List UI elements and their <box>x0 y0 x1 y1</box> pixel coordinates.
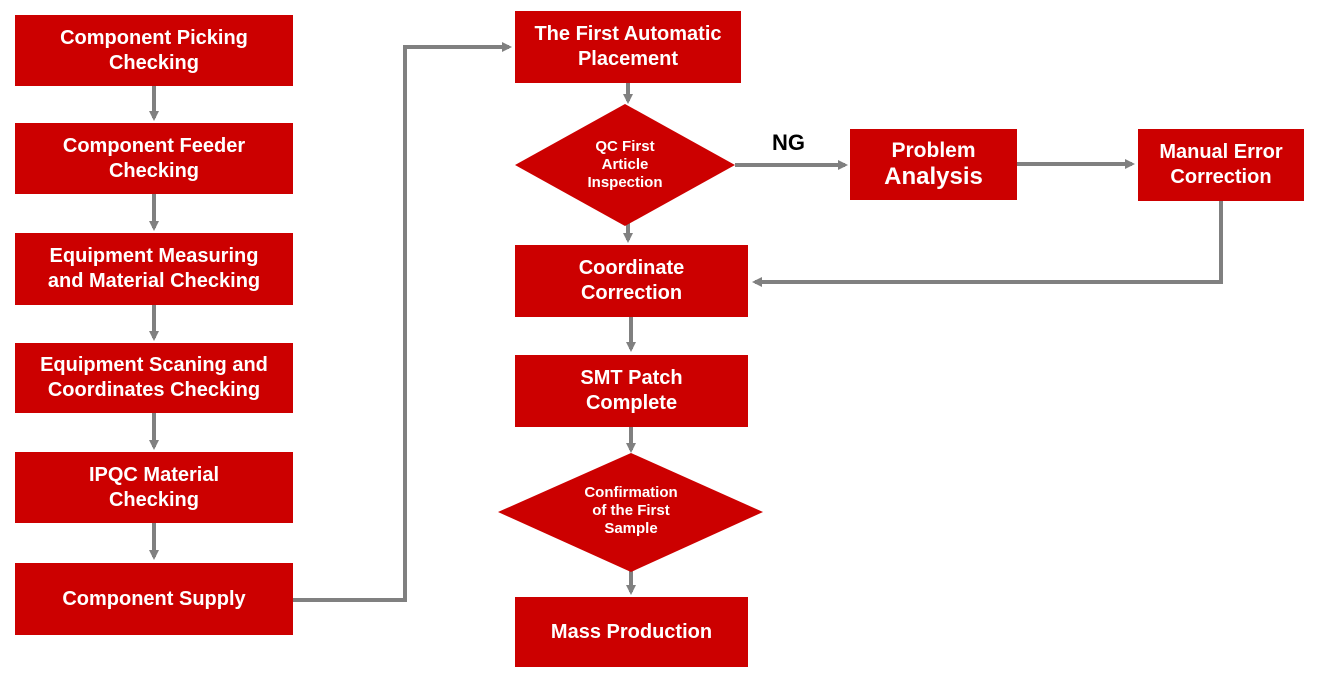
problem-analysis-line1: Problem <box>891 138 976 162</box>
mass-production-box: Mass Production <box>515 597 748 667</box>
arrow-manual-to-coordinate <box>752 201 1223 287</box>
smt-patch-box: SMT Patch Complete <box>515 355 748 427</box>
equipment-measuring-label: Equipment Measuring and Material Checkin… <box>47 245 261 292</box>
problem-analysis-box: Problem Analysis <box>850 129 1017 200</box>
first-placement-label: The First Automatic Placement <box>534 23 722 70</box>
smt-patch-label: SMT Patch Complete <box>580 367 683 414</box>
mass-production-label: Mass Production <box>550 620 713 643</box>
component-feeder-box: Component Feeder Checking <box>15 123 293 194</box>
component-picking-box: Component Picking Checking <box>15 15 293 86</box>
qc-inspection-diamond <box>515 104 735 226</box>
confirmation-label: Confirmation of the First Sample <box>584 484 678 537</box>
component-supply-box: Component Supply <box>15 563 293 635</box>
component-feeder-label: Component Feeder Checking <box>62 134 246 182</box>
coordinate-correction-box: Coordinate Correction <box>515 245 748 317</box>
equipment-scaning-label: Equipment Scaning and Coordinates Checki… <box>40 354 268 401</box>
component-supply-label: Component Supply <box>62 587 246 610</box>
ipqc-material-box: IPQC Material Checking <box>15 452 293 523</box>
confirmation-diamond <box>498 453 763 572</box>
ng-label: NG <box>772 130 805 155</box>
first-placement-box: The First Automatic Placement <box>515 11 741 83</box>
equipment-measuring-box: Equipment Measuring and Material Checkin… <box>15 233 293 305</box>
qc-inspection-label: QC First Article Inspection <box>587 138 663 191</box>
coordinate-correction-label: Coordinate Correction <box>578 257 685 304</box>
ipqc-material-label: IPQC Material Checking <box>88 463 220 511</box>
arrow-supply-to-placement <box>292 42 512 602</box>
manual-correction-label: Manual Error Correction <box>1159 141 1283 188</box>
problem-analysis-line2: Analysis <box>884 162 983 190</box>
equipment-scaning-box: Equipment Scaning and Coordinates Checki… <box>15 343 293 413</box>
component-picking-label: Component Picking Checking <box>60 26 248 74</box>
manual-correction-box: Manual Error Correction <box>1138 129 1304 201</box>
